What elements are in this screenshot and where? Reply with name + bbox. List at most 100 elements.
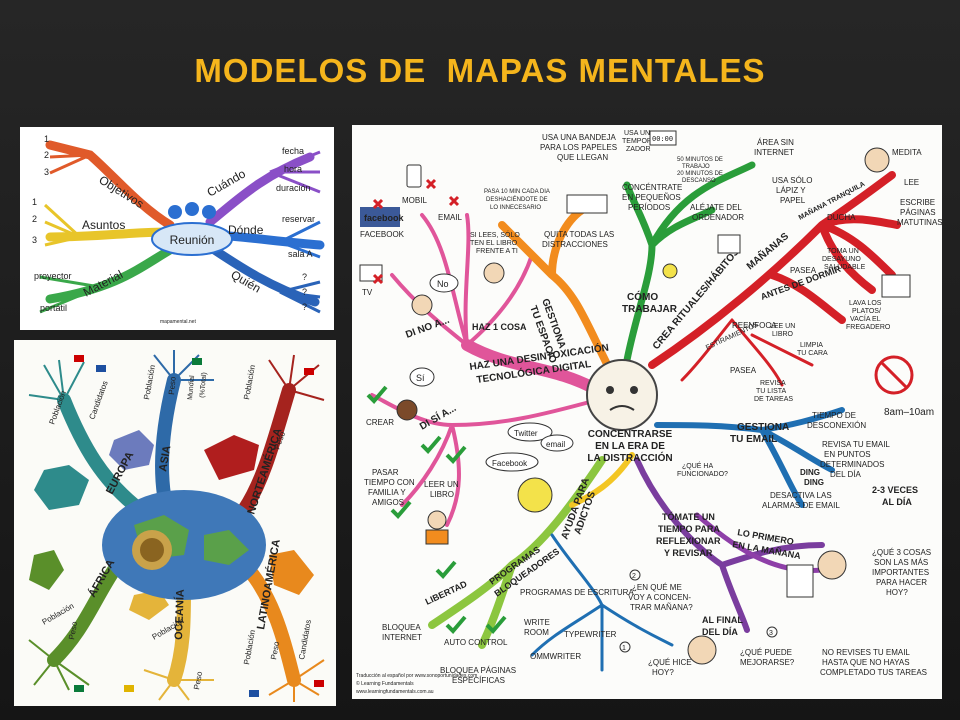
branch-alfinal-2: DEL DÍA	[702, 627, 738, 637]
bubble-twitter: Twitter	[514, 429, 538, 438]
branch-tomate-3: REFLEXIONAR	[656, 536, 721, 546]
sub-candidatos-eu: Candidatos	[87, 380, 109, 421]
label-pasa10: PASA 10 MIN CADA DIA DESHACIÉNDOTE DE LO…	[484, 189, 550, 211]
label-enque: ¿EN QUÉ ME VOY A CONCEN- TRAR MAÑANA?	[628, 583, 693, 612]
label-leeunlibro-2: LIBRO	[772, 331, 794, 338]
label-escribe-1: ESCRIBE	[900, 198, 935, 207]
center-line-2: EN LA ERA DE	[595, 441, 665, 452]
branch-tomate-2: TIEMPO PARA	[658, 524, 720, 534]
label-email: EMAIL	[438, 213, 463, 222]
label-bloqueapaginas-1: BLOQUEA PÁGINAS	[440, 666, 516, 675]
num-3b: 3	[32, 235, 37, 245]
label-norevises-3: COMPLETADO TUS TAREAS	[820, 668, 927, 677]
slide-title: MODELOS DE MAPAS MENTALES	[194, 52, 766, 89]
label-quita: QUITA TODAS LAS DISTRACCIONES	[542, 230, 614, 249]
label-queha: ¿QUÉ HA FUNCIONADO?	[677, 461, 728, 478]
label-usasolo-2: LÁPIZ Y	[776, 186, 806, 195]
label-quepuede-1: ¿QUÉ PUEDE	[740, 648, 792, 657]
label-silees: SI LEES, SÓLO TEN EL LIBRO FRENTE A TI	[470, 230, 520, 255]
label-desactiva-1: DESACTIVA LAS	[770, 491, 832, 500]
label-desayuno-2: DESAYUNO	[822, 256, 861, 263]
label-quehice-1: ¿QUÉ HICE	[648, 658, 692, 667]
num-1: 1	[622, 645, 626, 652]
label-pasar-1: PASAR	[372, 468, 399, 477]
branch-gestionaemail-2: TU EMAIL	[730, 434, 777, 445]
bubble-si: Sí	[416, 373, 425, 383]
label-mobil: MOBIL	[402, 196, 427, 205]
label-veces-1: 2-3 VECES	[872, 485, 918, 495]
leaf-q2: ?	[302, 287, 307, 297]
label-minutos-4: DESCANSO	[682, 178, 716, 184]
sub-total-as: (%Total)	[199, 372, 208, 398]
label-desactiva-2: ALARMAS DE EMAIL	[762, 501, 840, 510]
label-bloquea-2: INTERNET	[382, 633, 422, 642]
branch-oceania: OCEANÍA	[172, 589, 187, 640]
label-bandeja-3: QUE LLEGAN	[557, 153, 608, 162]
leaf-fecha: fecha	[282, 146, 304, 156]
label-minutos-3: 20 MINUTOS DE	[677, 171, 723, 177]
sub-poblacion-la: Población	[242, 629, 257, 665]
label-queha-2: FUNCIONADO?	[677, 471, 728, 478]
label-pasa10-2: DESHACIÉNDOTE DE	[486, 196, 548, 203]
label-medita: MEDITA	[892, 148, 922, 157]
bubble-email: email	[546, 440, 565, 449]
label-bandeja: USA UNA BANDEJA PARA LOS PAPELES QUE LLE…	[540, 133, 617, 162]
label-leer-1: LEER UN	[424, 480, 459, 489]
label-pasar: PASAR TIEMPO CON FAMILIA Y AMIGOS	[364, 468, 415, 507]
leaf-proyector: proyector	[34, 271, 72, 281]
label-tres-5: HOY?	[886, 588, 908, 597]
leaf-q1: ?	[302, 272, 307, 282]
branch-asia: ASIA	[157, 445, 173, 473]
label-escribe-2: PÁGINAS	[900, 208, 936, 217]
label-norevises-2: HASTA QUE NO HAYAS	[822, 658, 910, 667]
label-lava-4: FREGADERO	[846, 324, 891, 331]
center-label: Reunión	[170, 233, 215, 247]
mindmap-mundial: EUROPA ASIA NORTEAMÉRICA ÁFRICA OCEANÍA …	[14, 340, 336, 706]
label-concentrate-3: PERÍODOS	[628, 203, 670, 212]
label-pasa10-3: LO INNECESARIO	[490, 205, 541, 211]
credit-text: mapamental.net	[160, 319, 196, 325]
label-writeroom-2: ROOM	[524, 628, 549, 637]
sub-peso-la: Peso	[269, 640, 281, 660]
label-minutos-1: 50 MINUTOS DE	[677, 157, 723, 163]
num-2b: 2	[32, 214, 37, 224]
label-minutos: 50 MINUTOS DE TRABAJO 20 MINUTOS DE DESC…	[677, 157, 723, 184]
label-queha-1: ¿QUÉ HA	[682, 461, 713, 470]
label-quehice-2: HOY?	[652, 668, 674, 677]
branch-objetivos: Objetivos	[96, 173, 146, 211]
label-facebook: FACEBOOK	[360, 230, 405, 239]
label-crear: CREAR	[366, 418, 394, 427]
center-line-1: CONCENTRARSE	[588, 429, 673, 440]
label-hora: 8am–10am	[884, 407, 934, 418]
label-silees-2: TEN EL LIBRO	[470, 240, 518, 247]
num-2: 2	[632, 573, 636, 580]
label-pasea2: PASEA	[730, 366, 757, 375]
label-ding-2: DING	[804, 478, 824, 487]
label-lava-2: PLATOS/	[852, 308, 881, 315]
credits-3: www.learningfundamentals.com.au	[356, 689, 434, 695]
sub-peso-af: Peso	[67, 620, 79, 640]
label-veces-2: AL DÍA	[882, 497, 912, 507]
sub-peso-oc: Peso	[192, 670, 204, 690]
label-pasar-2: TIEMPO CON	[364, 478, 415, 487]
label-tres: ¿QUÉ 3 COSAS SON LAS MÁS IMPORTANTES PAR…	[872, 548, 931, 597]
label-escritura: PROGRAMAS DE ESCRITURA	[520, 588, 634, 597]
label-ding-1: DING	[800, 468, 820, 477]
label-usasolo-3: PAPEL	[780, 196, 806, 205]
label-quepuede-2: MEJORARSE?	[740, 658, 795, 667]
sub-poblacion-as: Población	[142, 364, 157, 400]
label-pasar-4: AMIGOS	[372, 498, 404, 507]
label-tv: TV	[362, 288, 373, 297]
label-pasea: PASEA	[790, 266, 817, 275]
center-line-3: LA DISTRACCIÓN	[587, 451, 672, 464]
label-silees-3: FRENTE A TI	[476, 248, 518, 255]
credits-2: © Learning Fundamentals	[356, 680, 414, 687]
label-norevises-1: NO REVISES TU EMAIL	[822, 648, 910, 657]
label-revisaemail-4: DEL DÍA	[830, 470, 861, 479]
label-ducha: DUCHA	[827, 213, 856, 222]
label-revisa-1: REVISA	[760, 380, 786, 387]
facebook-logo: facebook	[364, 213, 405, 223]
label-tres-3: IMPORTANTES	[872, 568, 929, 577]
label-escribe-3: MATUTINAS	[897, 218, 942, 227]
num-2a: 2	[44, 150, 49, 160]
